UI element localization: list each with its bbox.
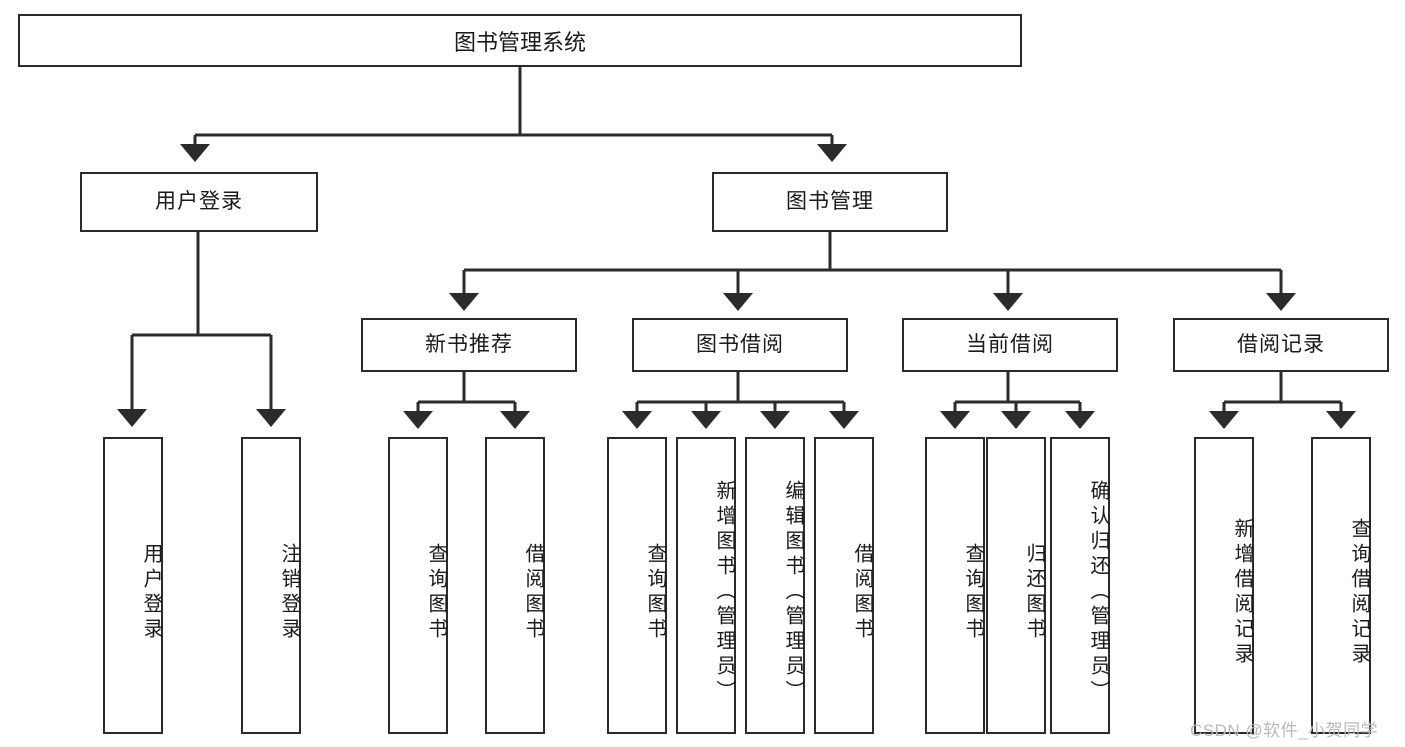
- leaf-label: 注销登录: [278, 542, 300, 643]
- node-root-system[interactable]: 图书管理系统: [18, 14, 1022, 67]
- leaf-label: 新增借阅记录: [1231, 517, 1253, 668]
- node-book-manage[interactable]: 图书管理: [712, 172, 948, 232]
- leaf-add-book[interactable]: 新增图书（管理员）: [676, 437, 736, 734]
- leaf-label: 归还图书: [1023, 542, 1045, 643]
- leaf-borrow-book-1[interactable]: 借阅图书: [485, 437, 545, 734]
- leaf-label: 新增图书（管理员）: [713, 480, 735, 705]
- leaf-query-book-3[interactable]: 查询图书: [925, 437, 985, 734]
- leaf-label: 查询借阅记录: [1348, 517, 1370, 668]
- leaf-label: 查询图书: [644, 542, 666, 643]
- leaf-query-book-1[interactable]: 查询图书: [388, 437, 448, 734]
- leaf-query-record[interactable]: 查询借阅记录: [1311, 437, 1371, 734]
- leaf-label: 用户登录: [140, 542, 162, 643]
- leaf-add-record[interactable]: 新增借阅记录: [1194, 437, 1254, 734]
- node-new-book-recommend[interactable]: 新书推荐: [361, 318, 577, 372]
- leaf-confirm-return[interactable]: 确认归还（管理员）: [1050, 437, 1110, 734]
- leaf-label: 确认归还（管理员）: [1087, 480, 1109, 705]
- leaf-label: 查询图书: [425, 542, 447, 643]
- csdn-watermark: CSDN @软件_小贺同学: [1190, 721, 1379, 740]
- leaf-borrow-book-2[interactable]: 借阅图书: [814, 437, 874, 734]
- node-user-login[interactable]: 用户登录: [80, 172, 318, 232]
- leaf-label: 编辑图书（管理员）: [782, 480, 804, 705]
- leaf-edit-book[interactable]: 编辑图书（管理员）: [745, 437, 805, 734]
- leaf-logout-login[interactable]: 注销登录: [241, 437, 301, 734]
- node-borrow-record[interactable]: 借阅记录: [1173, 318, 1389, 372]
- leaf-label: 借阅图书: [851, 542, 873, 643]
- leaf-label: 查询图书: [962, 542, 984, 643]
- node-book-borrow[interactable]: 图书借阅: [632, 318, 848, 372]
- node-current-borrow[interactable]: 当前借阅: [902, 318, 1118, 372]
- leaf-user-login[interactable]: 用户登录: [103, 437, 163, 734]
- leaf-query-book-2[interactable]: 查询图书: [607, 437, 667, 734]
- leaf-label: 借阅图书: [522, 542, 544, 643]
- leaf-return-book[interactable]: 归还图书: [986, 437, 1046, 734]
